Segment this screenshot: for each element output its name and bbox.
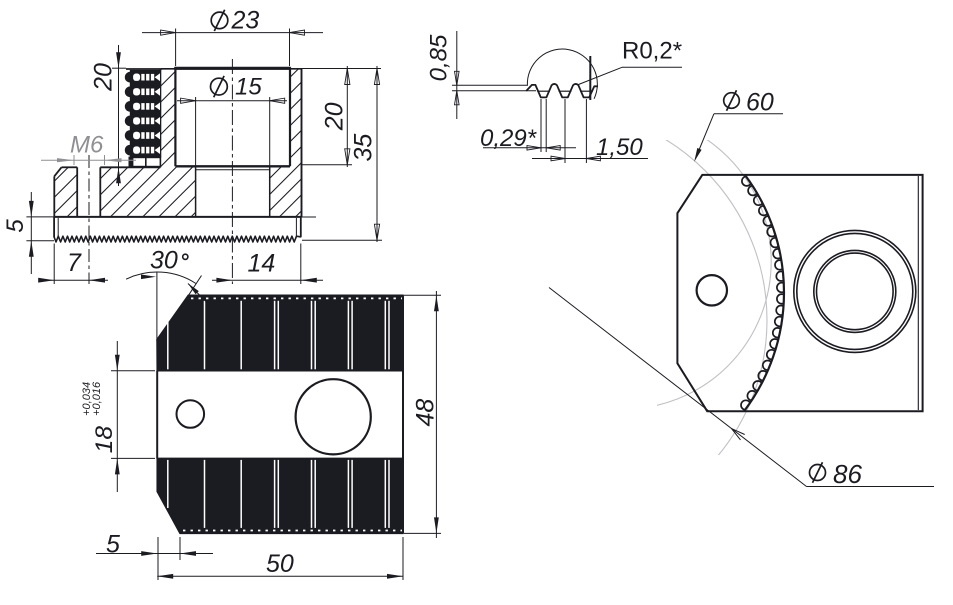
svg-text:50: 50	[266, 550, 294, 578]
svg-text:35: 35	[349, 134, 377, 162]
svg-text:86: 86	[833, 459, 862, 489]
svg-text:0,85: 0,85	[426, 34, 453, 81]
svg-text:+0,016: +0,016	[91, 381, 103, 416]
svg-text:20: 20	[320, 102, 348, 131]
svg-text:5: 5	[106, 531, 120, 559]
svg-text:30: 30	[150, 247, 178, 275]
svg-text:20: 20	[90, 63, 118, 92]
svg-text:1,50: 1,50	[596, 134, 643, 161]
svg-text:18: 18	[91, 426, 118, 454]
svg-text:+0,034: +0,034	[81, 382, 93, 416]
svg-text:48: 48	[412, 399, 440, 427]
svg-text:7: 7	[67, 249, 82, 277]
svg-text:15: 15	[235, 74, 262, 101]
svg-text:5: 5	[2, 219, 29, 233]
svg-text:60: 60	[746, 89, 774, 117]
svg-text:M6: M6	[70, 132, 104, 159]
svg-text:0,29*: 0,29*	[480, 125, 537, 152]
svg-text:14: 14	[248, 250, 276, 278]
svg-text:R0,2*: R0,2*	[622, 38, 682, 65]
svg-text:23: 23	[231, 7, 260, 35]
